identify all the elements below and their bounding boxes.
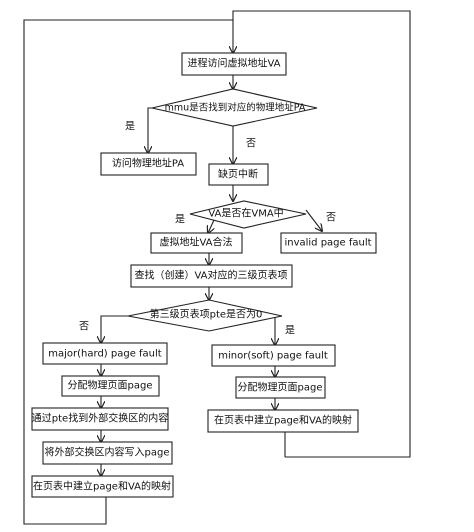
edge-label-mmu-no: 否 <box>246 138 256 150</box>
node-vma-decision: VA是否在VMA中 <box>208 207 283 220</box>
node-alloc-major-box <box>61 375 160 397</box>
edge-label-mmu-yes: 是 <box>125 121 135 133</box>
node-minor-fault: minor(soft) page fault <box>218 351 328 362</box>
edge-label-pte-no: 否 <box>79 321 89 333</box>
node-invalid-box <box>280 232 377 254</box>
edge-mmu-yes <box>148 107 152 153</box>
shapes <box>31 52 377 498</box>
edge-label-pte-yes: 是 <box>285 325 295 337</box>
node-labels: 进程访问虚拟地址VA mmu是否找到对应的物理地址PA 访问物理地址PA 缺页中… <box>32 57 372 493</box>
node-map-major: 在页表中建立page和VA的映射 <box>33 480 171 493</box>
node-write-swap: 将外部交换区内容写入page <box>45 446 170 459</box>
node-mmu-decision: mmu是否找到对应的物理地址PA <box>165 102 306 114</box>
edge-loop-left <box>23 19 233 525</box>
node-pte-diamond <box>127 299 283 332</box>
edge-label-vma-no: 否 <box>326 212 336 224</box>
node-map-minor: 在页表中建立page和VA的映射 <box>214 414 352 427</box>
node-access-pa-box <box>100 152 197 176</box>
node-find-swap: 通过pte找到外部交换区的内容 <box>32 412 168 425</box>
node-find-pte-box <box>130 264 293 288</box>
edge-labels: 是 否 是 否 否 是 <box>79 121 336 337</box>
node-va-valid-box <box>150 232 243 254</box>
edge-vma-no <box>305 209 322 231</box>
node-map-major-box <box>31 475 174 498</box>
node-major-box <box>42 342 168 365</box>
node-mmu-diamond <box>151 88 318 127</box>
node-alloc-minor-box <box>235 376 326 399</box>
node-invalid-fault: invalid page fault <box>284 238 371 249</box>
edge-vma-yes <box>208 219 214 233</box>
node-access-pa: 访问物理地址PA <box>112 157 184 170</box>
edge-loop-right <box>232 10 411 458</box>
node-minor-box <box>211 344 336 367</box>
edge-label-vma-yes: 是 <box>175 214 185 226</box>
node-vma-diamond <box>189 200 307 229</box>
node-page-miss-box <box>208 163 269 186</box>
node-pte-decision: 第三级页表项pte是否为0 <box>150 308 263 321</box>
node-alloc-major: 分配物理页面page <box>68 379 153 392</box>
node-page-miss: 缺页中断 <box>218 168 258 181</box>
node-find-pte: 查找（创建）VA对应的三级页表项 <box>134 269 287 282</box>
node-write-swap-box <box>42 441 173 465</box>
node-alloc-minor: 分配物理页面page <box>238 381 323 394</box>
node-map-minor-box <box>207 409 359 433</box>
node-major-fault: major(hard) page fault <box>48 349 162 360</box>
node-start: 进程访问虚拟地址VA <box>187 57 280 70</box>
edge-pte-yes <box>275 315 282 345</box>
node-start-box <box>181 52 287 76</box>
edge-pte-no <box>101 315 128 343</box>
node-find-swap-box <box>31 407 169 431</box>
node-va-valid: 虚拟地址VA合法 <box>159 236 232 249</box>
